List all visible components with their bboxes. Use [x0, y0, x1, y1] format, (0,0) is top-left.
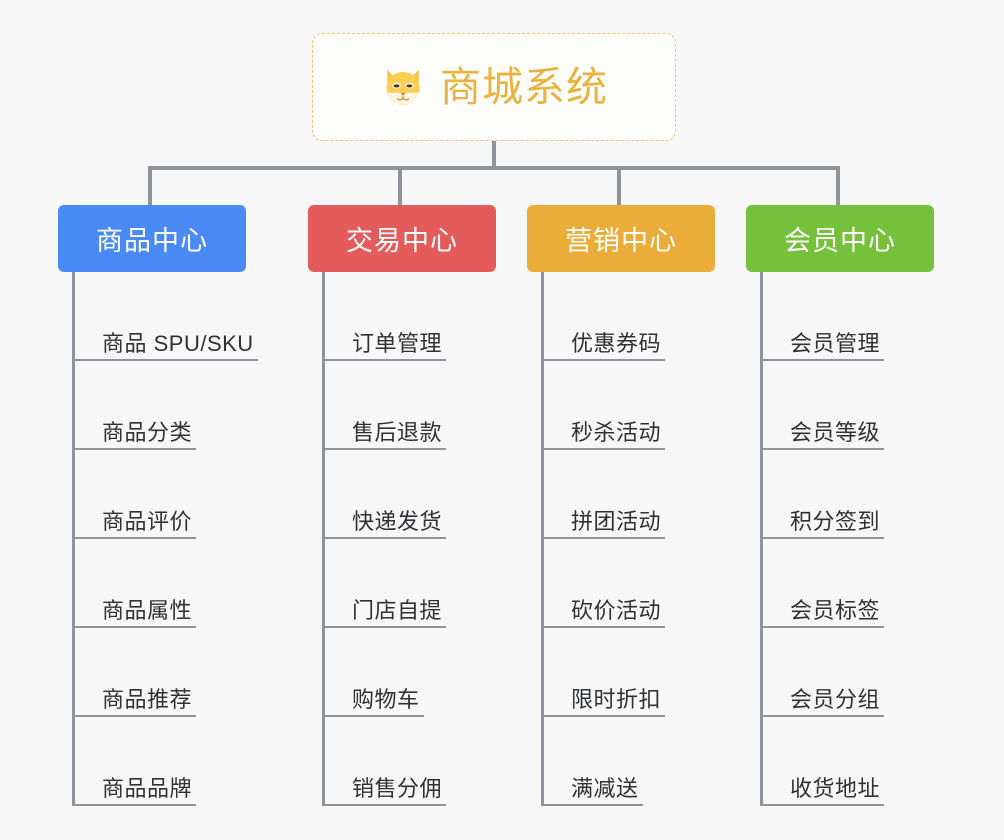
branch-items-product: 商品 SPU/SKU 商品分类 商品评价 商品属性 商品推荐 商品品牌 [72, 272, 258, 806]
list-item[interactable]: 门店自提 [322, 539, 496, 628]
list-item-label: 订单管理 [352, 330, 443, 356]
list-item-rule [541, 448, 665, 450]
list-item-label: 会员管理 [790, 330, 881, 356]
list-item[interactable]: 限时折扣 [541, 628, 715, 717]
list-item-rule [541, 715, 665, 717]
list-item-label: 满减送 [571, 775, 639, 801]
list-item[interactable]: 会员分组 [760, 628, 934, 717]
root-node[interactable]: 商城系统 [312, 33, 676, 141]
dog-face-icon [386, 69, 420, 105]
connector-drop-4 [836, 166, 840, 208]
list-item-rule [322, 626, 446, 628]
list-item[interactable]: 订单管理 [322, 272, 496, 361]
branch-column-marketing: 营销中心 优惠券码 秒杀活动 拼团活动 砍价活动 限时折扣 [527, 205, 715, 806]
branch-spine [322, 272, 325, 806]
list-item-label: 商品属性 [102, 597, 193, 623]
list-item[interactable]: 满减送 [541, 717, 715, 806]
list-item[interactable]: 会员等级 [760, 361, 934, 450]
list-item[interactable]: 会员管理 [760, 272, 934, 361]
list-item-rule [72, 359, 258, 361]
list-item-rule [72, 448, 196, 450]
list-item-rule [322, 804, 446, 806]
list-item-label: 积分签到 [790, 508, 881, 534]
branch-spine [760, 272, 763, 806]
list-item-rule [760, 359, 884, 361]
connector-drop-3 [617, 166, 621, 208]
list-item-label: 商品评价 [102, 508, 193, 534]
connector-drop-2 [398, 166, 402, 208]
list-item-rule [72, 626, 196, 628]
list-item[interactable]: 商品 SPU/SKU [72, 272, 258, 361]
branch-items-marketing: 优惠券码 秒杀活动 拼团活动 砍价活动 限时折扣 满减送 [541, 272, 715, 806]
list-item[interactable]: 商品评价 [72, 450, 246, 539]
list-item[interactable]: 商品属性 [72, 539, 246, 628]
list-item-rule [322, 715, 424, 717]
list-item[interactable]: 购物车 [322, 628, 496, 717]
list-item-rule [760, 448, 884, 450]
list-item-label: 商品分类 [102, 419, 193, 445]
list-item-label: 砍价活动 [571, 597, 662, 623]
list-item-rule [541, 537, 665, 539]
list-item-label: 商品 SPU/SKU [102, 330, 254, 356]
branch-column-trade: 交易中心 订单管理 售后退款 快递发货 门店自提 购物车 [308, 205, 496, 806]
list-item-label: 商品推荐 [102, 686, 193, 712]
list-item-label: 秒杀活动 [571, 419, 662, 445]
list-item-rule [760, 715, 884, 717]
list-item-label: 拼团活动 [571, 508, 662, 534]
list-item-label: 会员等级 [790, 419, 881, 445]
list-item[interactable]: 秒杀活动 [541, 361, 715, 450]
branch-header-member[interactable]: 会员中心 [746, 205, 934, 272]
list-item-rule [541, 359, 665, 361]
list-item-rule [322, 537, 446, 539]
list-item-label: 销售分佣 [352, 775, 443, 801]
branch-items-member: 会员管理 会员等级 积分签到 会员标签 会员分组 收货地址 [760, 272, 934, 806]
list-item-label: 商品品牌 [102, 775, 193, 801]
list-item-label: 会员分组 [790, 686, 881, 712]
branch-column-product: 商品中心 商品 SPU/SKU 商品分类 商品评价 商品属性 商品推荐 [58, 205, 258, 806]
list-item[interactable]: 商品分类 [72, 361, 246, 450]
branch-spine [72, 272, 75, 806]
list-item[interactable]: 收货地址 [760, 717, 934, 806]
branch-items-trade: 订单管理 售后退款 快递发货 门店自提 购物车 销售分佣 [322, 272, 496, 806]
branch-column-member: 会员中心 会员管理 会员等级 积分签到 会员标签 会员分组 [746, 205, 934, 806]
list-item-rule [72, 804, 196, 806]
list-item[interactable]: 快递发货 [322, 450, 496, 539]
connector-drop-1 [148, 166, 152, 208]
root-title: 商城系统 [440, 63, 608, 110]
list-item-label: 购物车 [352, 686, 420, 712]
list-item[interactable]: 会员标签 [760, 539, 934, 628]
list-item[interactable]: 售后退款 [322, 361, 496, 450]
list-item-label: 快递发货 [352, 508, 443, 534]
list-item[interactable]: 销售分佣 [322, 717, 496, 806]
list-item[interactable]: 拼团活动 [541, 450, 715, 539]
list-item[interactable]: 积分签到 [760, 450, 934, 539]
branch-header-trade[interactable]: 交易中心 [308, 205, 496, 272]
list-item-label: 会员标签 [790, 597, 881, 623]
list-item-rule [541, 804, 643, 806]
list-item-rule [322, 359, 446, 361]
branch-header-marketing[interactable]: 营销中心 [527, 205, 715, 272]
list-item-rule [322, 448, 446, 450]
list-item-label: 收货地址 [790, 775, 881, 801]
list-item-rule [72, 537, 196, 539]
branch-spine [541, 272, 544, 806]
list-item[interactable]: 商品品牌 [72, 717, 246, 806]
list-item-label: 售后退款 [352, 419, 443, 445]
list-item[interactable]: 砍价活动 [541, 539, 715, 628]
connector-horizontal-bus [148, 166, 840, 170]
list-item-rule [760, 537, 884, 539]
list-item-label: 限时折扣 [571, 686, 662, 712]
list-item-rule [760, 626, 884, 628]
list-item[interactable]: 商品推荐 [72, 628, 246, 717]
branch-header-product[interactable]: 商品中心 [58, 205, 246, 272]
list-item[interactable]: 优惠券码 [541, 272, 715, 361]
list-item-label: 门店自提 [352, 597, 443, 623]
list-item-rule [760, 804, 884, 806]
connector-root-stem [492, 141, 496, 169]
list-item-rule [72, 715, 196, 717]
list-item-label: 优惠券码 [571, 330, 662, 356]
list-item-rule [541, 626, 665, 628]
